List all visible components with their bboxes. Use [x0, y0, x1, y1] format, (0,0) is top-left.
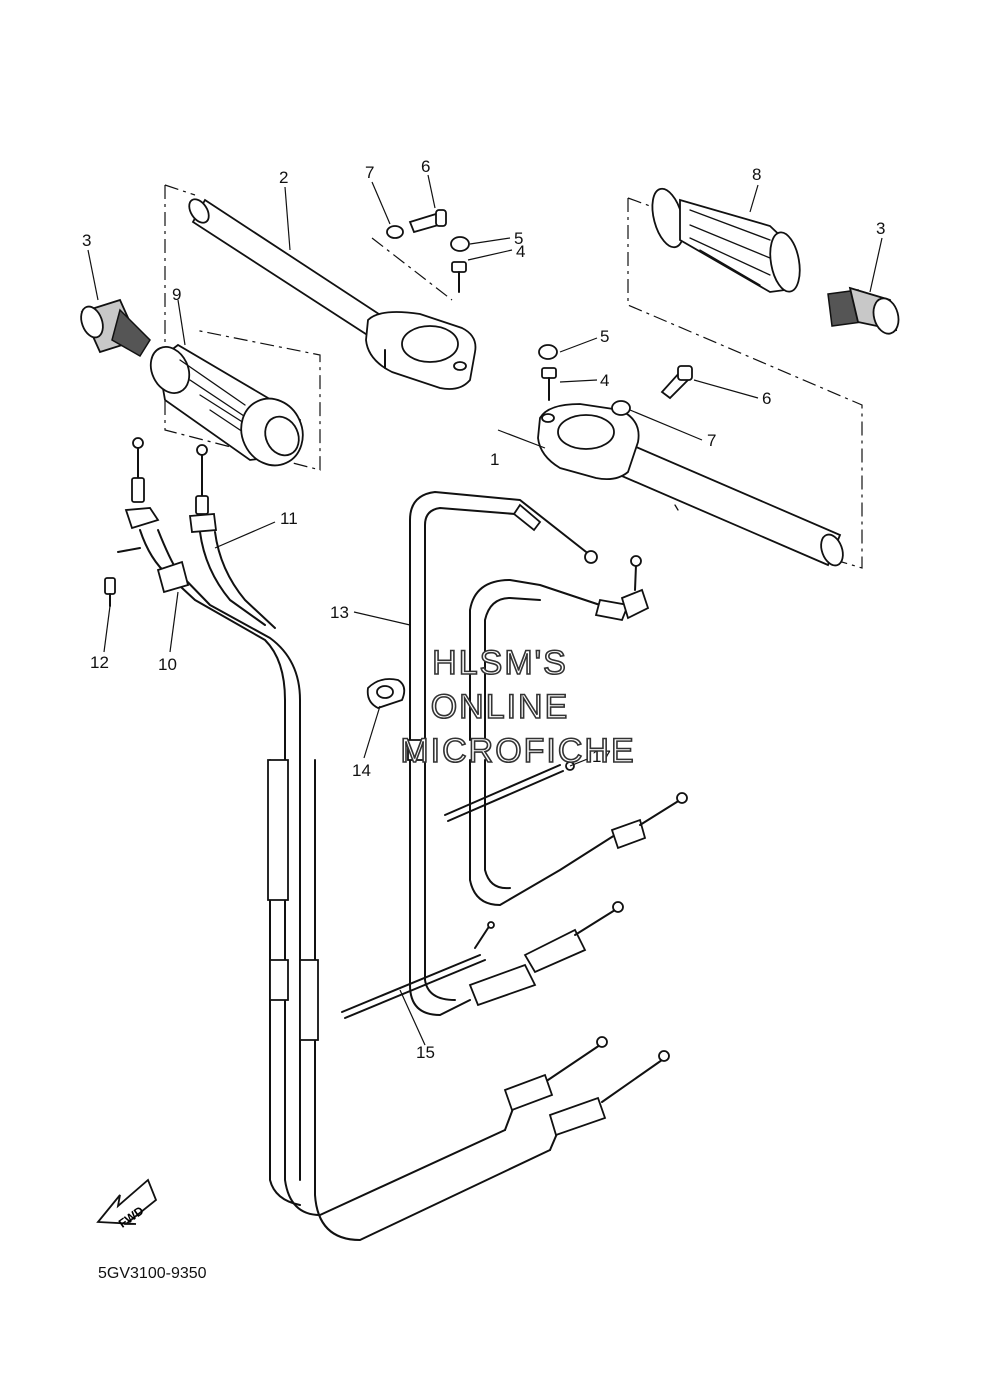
callout-12: 12 — [90, 653, 109, 672]
callout-4-right: 4 — [600, 371, 609, 390]
throttle-cables — [104, 437, 670, 1241]
watermark-line-2: ONLINE — [431, 688, 570, 726]
clutch-cables — [341, 491, 688, 1019]
callout-13: 13 — [330, 603, 349, 622]
watermark-line-3: MICROFICHE — [400, 732, 635, 770]
callout-4-left: 4 — [516, 242, 525, 261]
callout-5-left: 5 — [514, 229, 523, 248]
right-bar-end-weight — [827, 286, 900, 335]
left-clamp-hardware — [371, 209, 470, 301]
callout-14: 14 — [352, 761, 371, 780]
callout-8: 8 — [752, 165, 761, 184]
callout-10: 10 — [158, 655, 177, 674]
callout-2: 2 — [279, 168, 288, 187]
right-clamp-hardware — [538, 344, 693, 416]
watermark-line-1: HLSM'S — [432, 644, 568, 682]
left-grip — [149, 343, 304, 467]
leader-lines — [87, 174, 883, 1046]
callout-7-right: 7 — [707, 431, 716, 450]
callout-17: 17 — [592, 747, 611, 766]
callout-labels: 1 2 3 3 4 4 5 5 6 6 7 7 8 9 10 11 12 13 … — [82, 157, 885, 1062]
left-bar-end-weight — [80, 298, 151, 358]
right-grip — [651, 187, 801, 293]
cable-clamp — [366, 678, 406, 709]
callout-11: 11 — [280, 509, 298, 528]
callout-1: 1 — [490, 450, 499, 469]
callout-9: 9 — [172, 285, 181, 304]
callout-3-right: 3 — [876, 219, 885, 238]
right-handlebar — [537, 197, 863, 569]
fwd-arrow-icon: FWD — [96, 1178, 158, 1231]
diagram-code: 5GV3100-9350 — [98, 1265, 207, 1282]
callout-5-right: 5 — [600, 327, 609, 346]
callout-6-left: 6 — [421, 157, 430, 176]
callout-15: 15 — [416, 1043, 435, 1062]
watermark: HLSM'S ONLINE MICROFICHE — [400, 643, 635, 771]
callout-7-left: 7 — [365, 163, 374, 182]
callout-3-left: 3 — [82, 231, 91, 250]
left-handlebar — [164, 184, 477, 471]
callout-6-right: 6 — [762, 389, 771, 408]
